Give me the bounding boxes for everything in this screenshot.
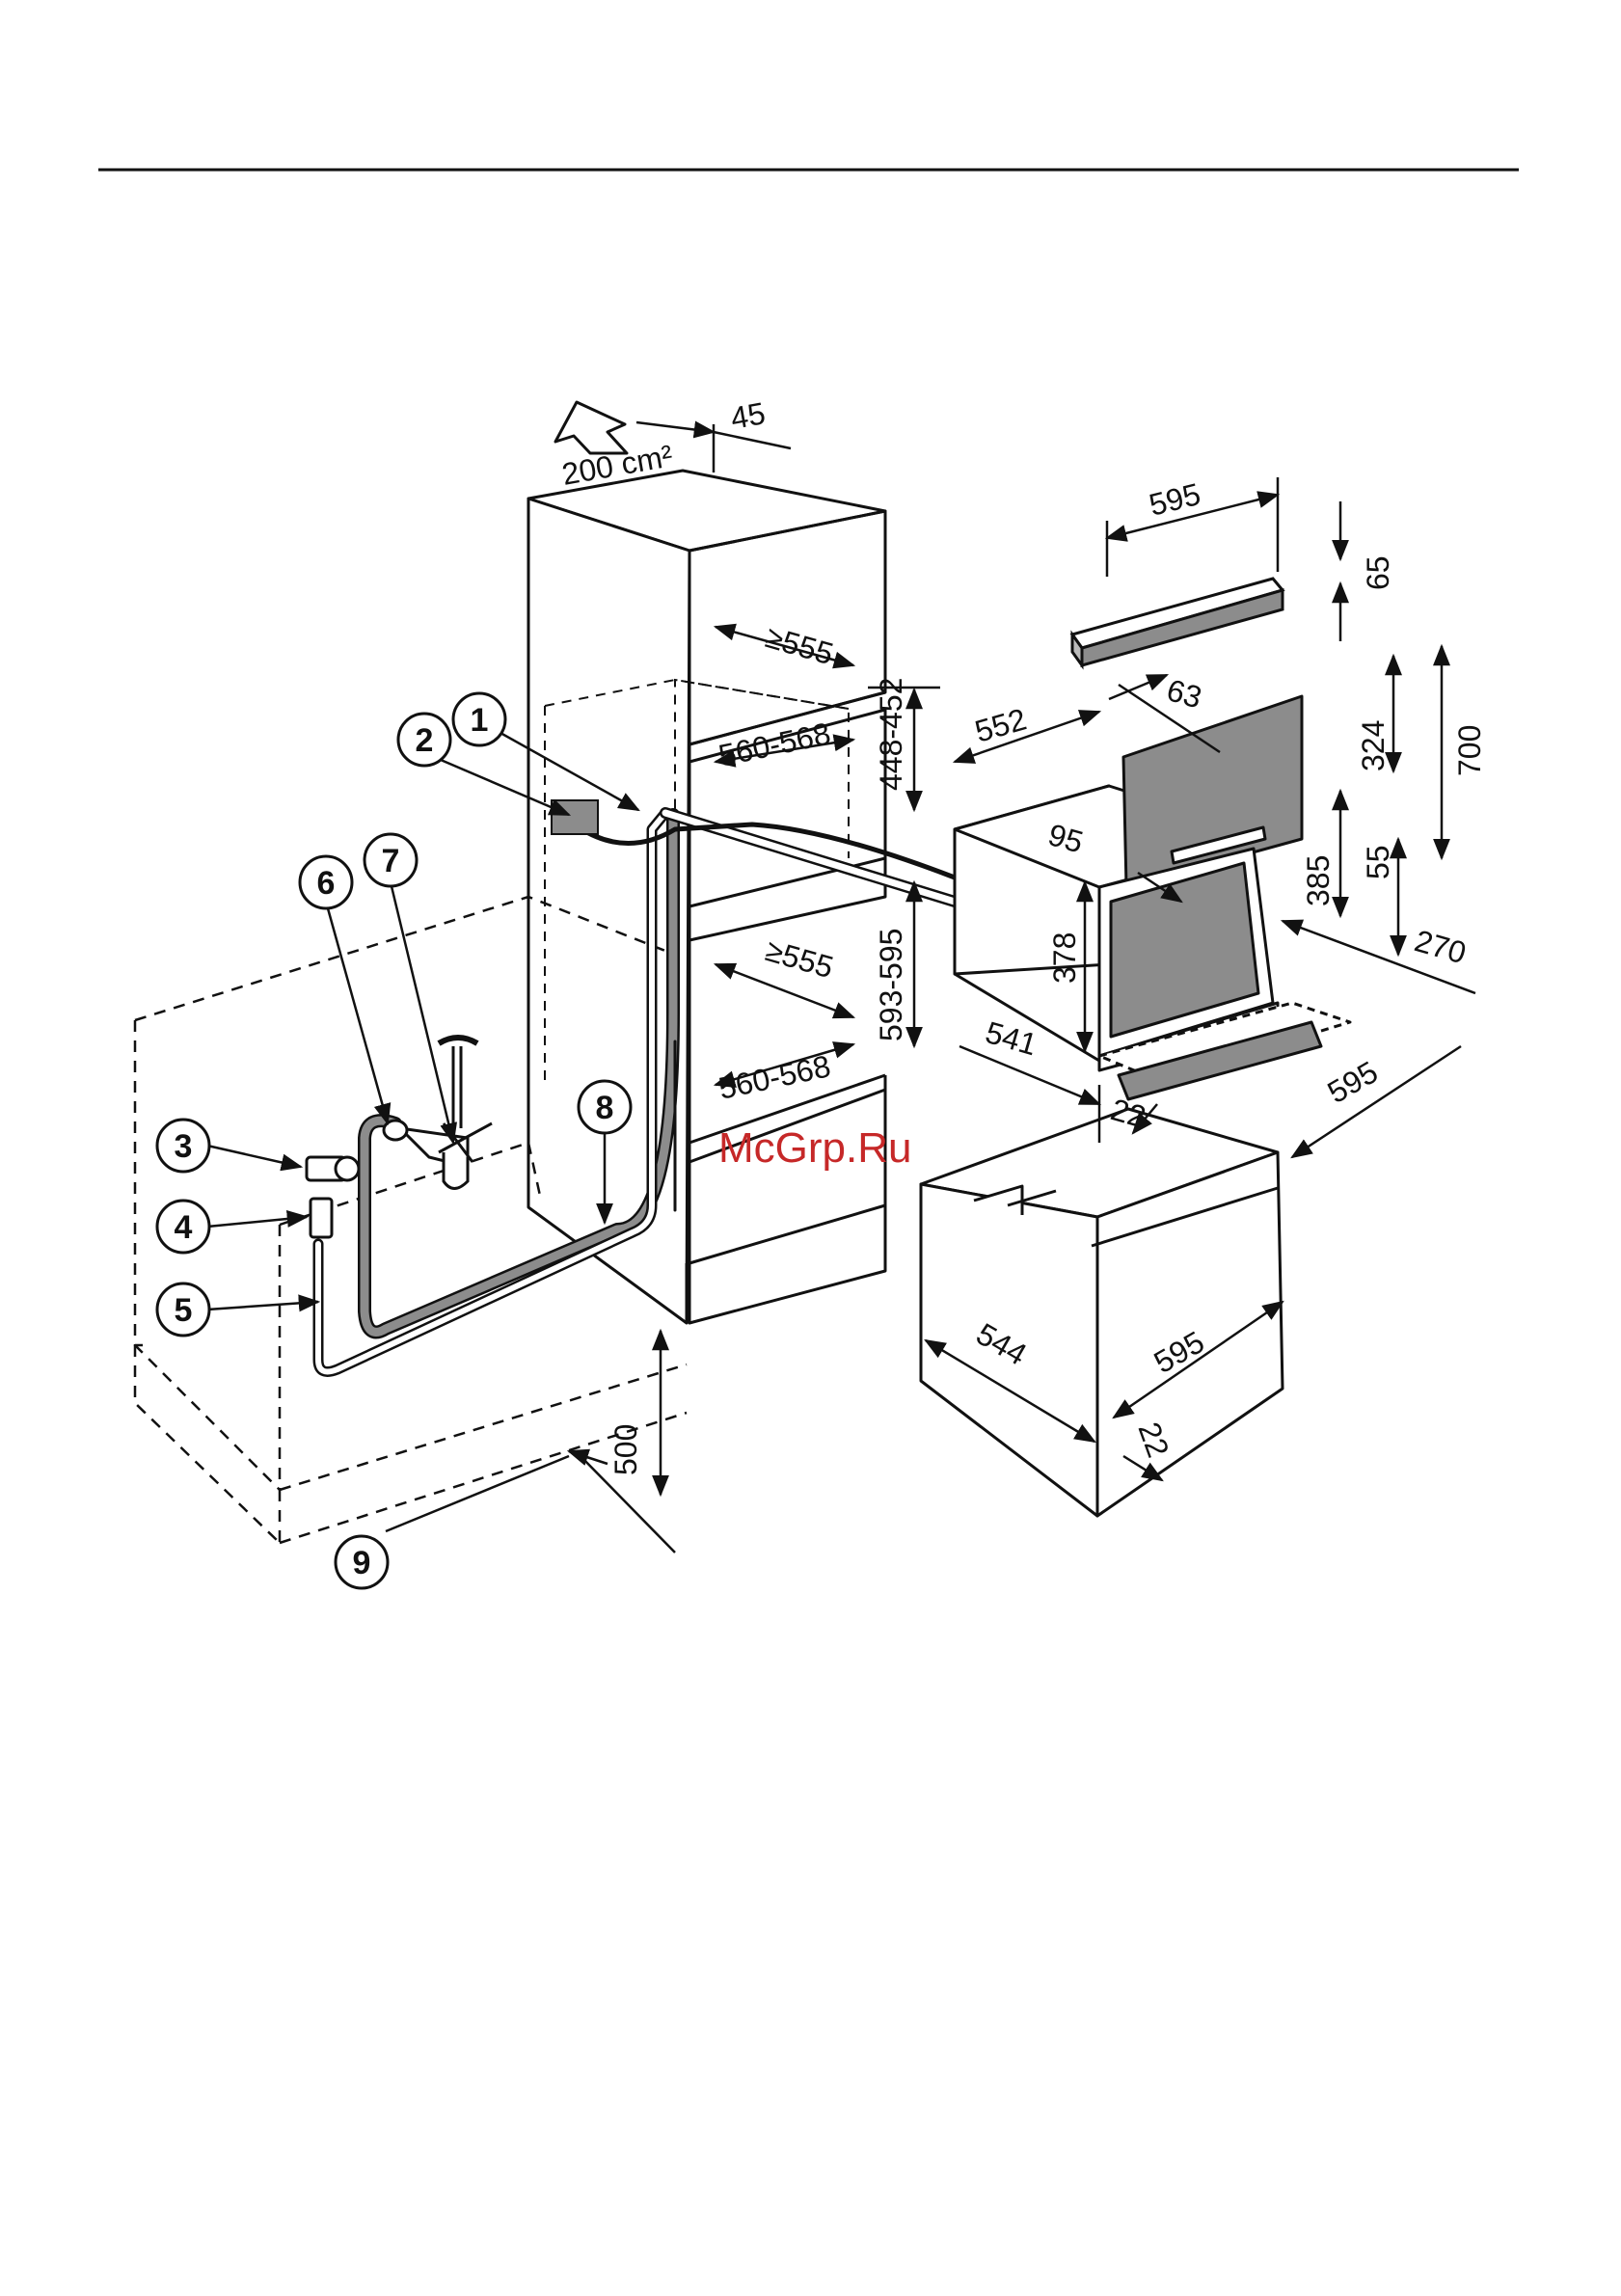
callout-3: 3 <box>175 1128 193 1165</box>
control-panel-strip <box>1072 579 1283 665</box>
watermark: McGrp.Ru <box>718 1124 911 1172</box>
callout-7: 7 <box>382 843 400 879</box>
ventilation-arrow-icon <box>555 402 627 453</box>
dim-270: 270 <box>1411 923 1470 970</box>
dim-560-568-top: 560-568 <box>716 716 833 773</box>
dim-555-mid: ≥555 <box>762 932 837 985</box>
dim-45: 45 <box>728 395 768 436</box>
dim-593-595: 593-595 <box>874 929 908 1041</box>
dim-385: 385 <box>1301 855 1336 906</box>
callout-9: 9 <box>353 1545 371 1581</box>
callout-6: 6 <box>317 865 336 902</box>
dim-378: 378 <box>1047 932 1082 984</box>
tall-cabinet <box>528 471 885 1323</box>
callout-2: 2 <box>416 722 434 759</box>
callout-8: 8 <box>596 1090 614 1126</box>
niche-box <box>921 1109 1283 1516</box>
dim-595-side: 595 <box>1322 1054 1384 1110</box>
dim-700: 700 <box>1452 725 1487 776</box>
callout-1: 1 <box>471 702 489 739</box>
dim-555-top: ≥555 <box>762 619 837 671</box>
dim-448-452: 448-452 <box>874 678 908 791</box>
dim-324: 324 <box>1356 720 1391 771</box>
dim-63: 63 <box>1163 672 1205 715</box>
dim-55: 55 <box>1361 845 1395 879</box>
siphon <box>384 1038 492 1189</box>
dim-500: 500 <box>608 1424 643 1475</box>
callout-5: 5 <box>175 1292 193 1329</box>
socket <box>552 800 598 834</box>
callout-4: 4 <box>175 1209 193 1246</box>
dim-552: 552 <box>971 701 1030 748</box>
dim-560-568-bot: 560-568 <box>716 1048 833 1106</box>
dim-65: 65 <box>1361 555 1395 590</box>
water-tap <box>307 1157 359 1237</box>
